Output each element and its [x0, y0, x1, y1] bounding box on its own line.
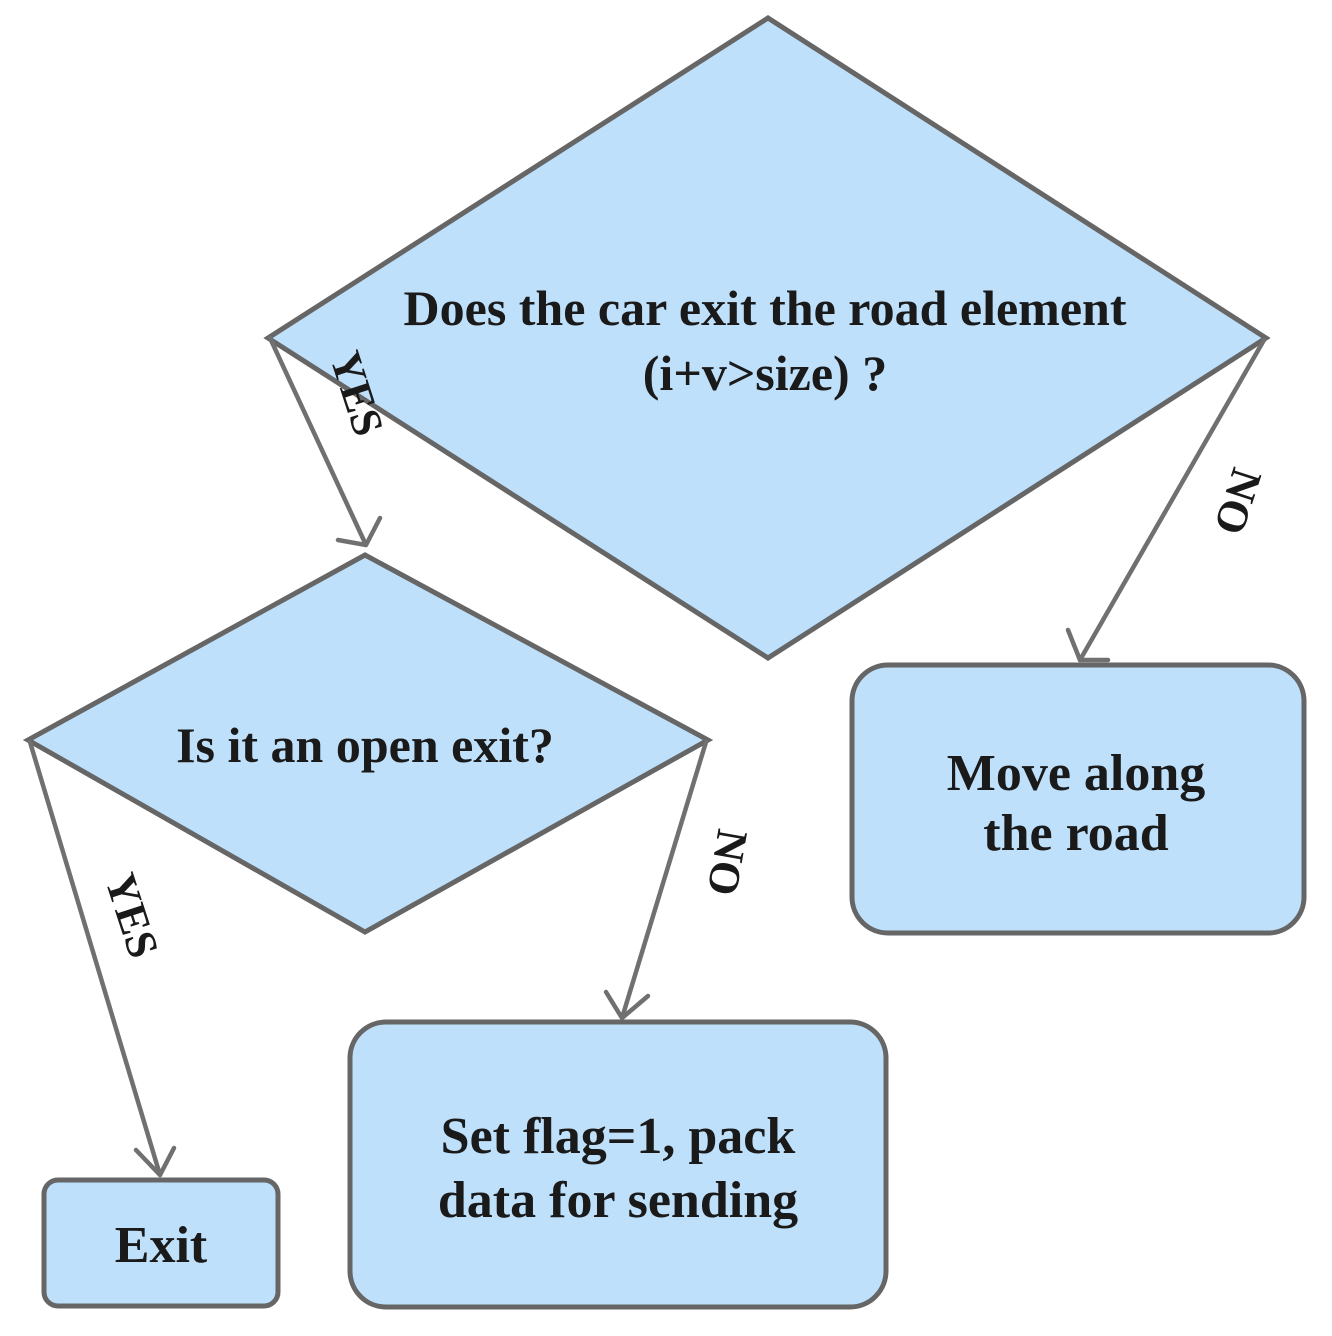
arrow-main-no-line — [1077, 337, 1267, 663]
arrow-main-no — [1065, 337, 1267, 663]
edge-label-main-no: NO — [1204, 463, 1271, 541]
arrow-open-yes-line — [27, 739, 163, 1178]
box-set-flag-line2: data for sending — [438, 1172, 798, 1229]
edge-label-open-no: NO — [697, 826, 757, 900]
arrow-open-no — [603, 739, 709, 1021]
arrow-open-no-head — [603, 989, 651, 1021]
arrow-main-no-head — [1065, 627, 1111, 663]
process-box-move — [849, 662, 1307, 936]
box-set-flag-line1: Set flag=1, pack — [441, 1108, 796, 1165]
arrow-open-yes-head — [133, 1145, 177, 1178]
decision-car-exits-road: Does the car exit the road element (i+v>… — [263, 15, 1271, 661]
box-exit-text: Exit — [115, 1217, 208, 1274]
arrow-main-yes-head — [335, 515, 383, 548]
decision-diamond-open-exit — [22, 552, 714, 935]
edge-label-open-yes: YES — [95, 867, 168, 964]
box-set-flag: Set flag=1, pack data for sending — [347, 1019, 889, 1310]
box-move-line2: the road — [983, 805, 1168, 862]
process-box-exit — [41, 1177, 281, 1309]
decision-main-line2: (i+v>size) ? — [643, 345, 887, 401]
decision-open-exit-text: Is it an open exit? — [176, 717, 554, 773]
decision-main-line1: Does the car exit the road element — [404, 280, 1127, 336]
arrow-main-yes-line — [267, 335, 369, 548]
arrow-main-yes — [267, 335, 383, 548]
box-move-along-road: Move along the road — [849, 662, 1307, 936]
box-move-line1: Move along — [947, 745, 1206, 802]
process-box-set-flag — [347, 1019, 889, 1310]
arrow-open-no-line — [619, 739, 709, 1021]
decision-diamond-main — [263, 15, 1271, 661]
arrow-open-yes — [27, 739, 177, 1178]
box-exit: Exit — [41, 1177, 281, 1309]
decision-open-exit: Is it an open exit? — [22, 552, 714, 935]
